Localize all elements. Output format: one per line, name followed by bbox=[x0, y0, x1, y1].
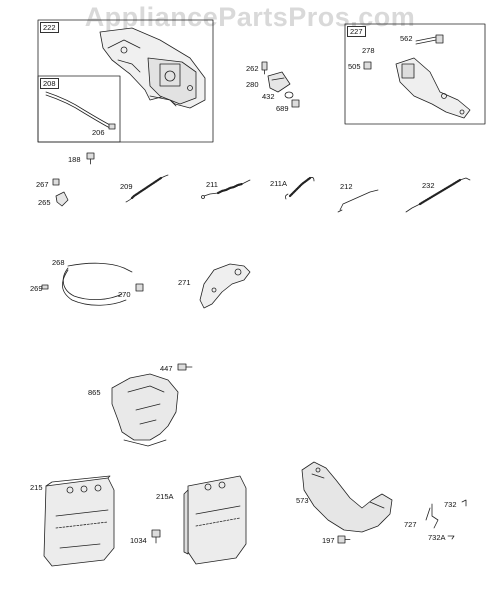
label-268: 268 bbox=[52, 258, 65, 267]
label-278: 278 bbox=[362, 46, 375, 55]
part-212-rod bbox=[337, 189, 379, 213]
part-573-shield bbox=[301, 461, 393, 533]
part-278-bracket bbox=[395, 57, 471, 119]
part-211A-spring bbox=[284, 176, 315, 200]
label-271: 271 bbox=[178, 278, 191, 287]
label-211A: 211A bbox=[270, 179, 287, 188]
label-573: 573 bbox=[296, 496, 309, 505]
part-447-screw bbox=[177, 363, 193, 371]
part-222-bracket bbox=[99, 27, 206, 109]
label-206: 206 bbox=[92, 128, 105, 137]
label-222: 222 bbox=[40, 22, 59, 33]
label-212: 212 bbox=[340, 182, 353, 191]
label-208: 208 bbox=[40, 78, 59, 89]
label-732: 732 bbox=[444, 500, 457, 509]
label-505: 505 bbox=[348, 62, 361, 71]
part-215-housing bbox=[43, 475, 115, 567]
label-215: 215 bbox=[30, 483, 43, 492]
box-227-frame bbox=[344, 23, 486, 125]
label-215A: 215A bbox=[156, 492, 174, 501]
part-188-screw bbox=[86, 152, 95, 165]
part-727-link bbox=[425, 503, 439, 529]
label-232: 232 bbox=[422, 181, 435, 190]
label-447: 447 bbox=[160, 364, 173, 373]
part-262-screw bbox=[261, 61, 268, 75]
label-265: 265 bbox=[38, 198, 51, 207]
part-270-nut bbox=[135, 283, 144, 292]
label-262: 262 bbox=[246, 64, 259, 73]
label-1034: 1034 bbox=[130, 536, 147, 545]
part-432-washer bbox=[284, 91, 294, 99]
part-280-clip bbox=[267, 71, 291, 93]
part-206-cable bbox=[45, 91, 116, 130]
part-232-spring bbox=[405, 177, 471, 213]
part-267-screw bbox=[52, 178, 60, 186]
part-215A-housing bbox=[183, 475, 247, 565]
label-689: 689 bbox=[276, 104, 289, 113]
part-689-nut bbox=[291, 99, 300, 108]
box-208-frame bbox=[37, 75, 121, 143]
label-227: 227 bbox=[347, 26, 366, 37]
part-732-clip bbox=[461, 499, 467, 507]
label-267: 267 bbox=[36, 180, 49, 189]
part-197-screw bbox=[337, 535, 351, 544]
label-211: 211 bbox=[206, 180, 218, 189]
part-211-spring bbox=[201, 179, 251, 199]
label-280: 280 bbox=[246, 80, 259, 89]
part-271-bracket bbox=[199, 263, 251, 309]
label-732A: 732A bbox=[428, 533, 446, 542]
label-269: 269 bbox=[30, 284, 43, 293]
label-865: 865 bbox=[88, 388, 101, 397]
label-209: 209 bbox=[120, 182, 133, 191]
label-562: 562 bbox=[400, 34, 413, 43]
label-188: 188 bbox=[68, 155, 81, 164]
part-865-cover bbox=[111, 373, 179, 447]
label-432: 432 bbox=[262, 92, 275, 101]
label-727: 727 bbox=[404, 520, 417, 529]
part-265-clip bbox=[55, 191, 69, 207]
part-732A-clip bbox=[447, 535, 455, 540]
label-197: 197 bbox=[322, 536, 335, 545]
part-1034-screw bbox=[151, 529, 161, 544]
part-268-cable bbox=[41, 262, 133, 306]
part-209-spring bbox=[125, 174, 169, 203]
label-270: 270 bbox=[118, 290, 131, 299]
part-562-bolt bbox=[415, 34, 444, 45]
part-505-nut bbox=[363, 61, 372, 70]
